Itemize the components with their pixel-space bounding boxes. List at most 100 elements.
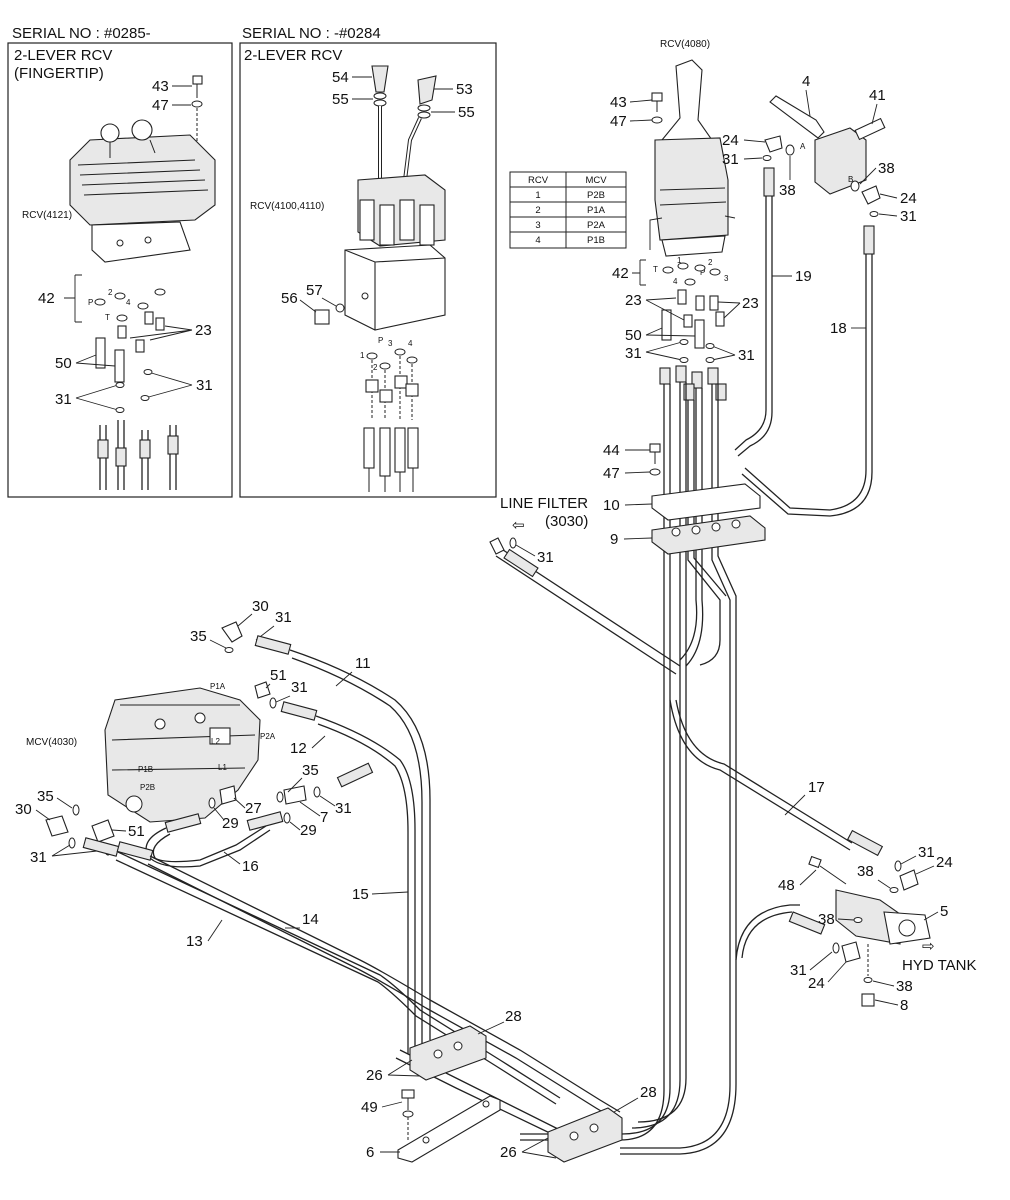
callout-23-main-b: 23 [742, 295, 759, 312]
shuttle-valve-assembly: A B 4 41 24 31 38 38 24 31 [722, 73, 917, 225]
callout-16: 16 [242, 858, 259, 875]
callout-31-i: 31 [30, 849, 47, 866]
fitting-50a [95, 337, 106, 369]
callout-28-b: 28 [640, 1084, 657, 1101]
callout-43: 43 [152, 78, 169, 95]
callout-41: 41 [869, 87, 886, 104]
lever-4 [769, 95, 825, 139]
callout-26-a: 26 [366, 1067, 383, 1084]
svg-text:1: 1 [677, 256, 682, 265]
callout-24-c: 24 [808, 975, 825, 992]
callout-24-b: 24 [900, 190, 917, 207]
table-header-rcv: RCV [528, 175, 549, 186]
callout-51-a: 51 [270, 667, 287, 684]
svg-text:3: 3 [724, 274, 729, 283]
mcv-label: MCV(4030) [26, 737, 77, 748]
callout-5: 5 [940, 903, 948, 920]
callout-38-b: 38 [878, 160, 895, 177]
callout-48: 48 [778, 877, 795, 894]
hyd-tank-label: HYD TANK [902, 957, 976, 974]
knob-54 [371, 65, 389, 93]
callout-10: 10 [603, 497, 620, 514]
callout-31-g: 31 [291, 679, 308, 696]
table-header-mcv: MCV [585, 175, 607, 186]
callout-50: 50 [55, 355, 72, 372]
callout-50-main: 50 [625, 327, 642, 344]
svg-text:P: P [378, 336, 383, 345]
callout-35-c: 35 [37, 788, 54, 805]
port-table: RCV MCV 1 P2B 2 P1A 3 P2A 4 P1B [509, 171, 627, 249]
svg-text:P1A: P1A [587, 205, 606, 216]
callout-31-inset-b: 31 [55, 391, 72, 408]
callout-4: 4 [802, 73, 810, 90]
svg-text:1: 1 [535, 190, 540, 201]
callout-31-h: 31 [335, 800, 352, 817]
plate-10 [651, 483, 761, 521]
callout-13: 13 [186, 933, 203, 950]
callout-12: 12 [290, 740, 307, 757]
clamp-assembly: 28 26 28 26 49 6 [361, 1008, 657, 1163]
callout-29-b: 29 [300, 822, 317, 839]
mcv-assembly: MCV(4030) P1A P2A P1B P2B L2 L1 30 31 35… [15, 598, 621, 1137]
svg-text:L2: L2 [211, 737, 220, 746]
rcv-4100-body [344, 174, 446, 331]
clamp-upper [409, 1025, 487, 1081]
callout-8: 8 [900, 997, 908, 1014]
callout-31-j: 31 [790, 962, 807, 979]
callout-44: 44 [603, 442, 620, 459]
callout-9: 9 [610, 531, 618, 548]
svg-text:P2A: P2A [260, 732, 276, 741]
callout-38-e: 38 [857, 863, 874, 880]
callout-27: 27 [245, 800, 262, 817]
callout-17: 17 [808, 779, 825, 796]
inset-serial-label-2: SERIAL NO : -#0284 [242, 25, 381, 42]
rcv-4080-assembly: RCV(4080) 43 47 RCV MCV 1 P2B 2 P1A 3 [509, 39, 759, 401]
svg-text:2: 2 [108, 288, 113, 297]
inset-standard: SERIAL NO : -#0284 2-LEVER RCV RCV(4100,… [239, 25, 497, 498]
fingertip-knob-2 [131, 119, 153, 141]
inset-title: 2-LEVER RCV [14, 47, 112, 64]
svg-text:P1B: P1B [587, 235, 605, 246]
fingertip-rcv-body [69, 119, 216, 263]
callout-30-a: 30 [252, 598, 269, 615]
callout-57: 57 [306, 282, 323, 299]
plug-56 [314, 309, 330, 325]
callout-26-b: 26 [500, 1144, 517, 1161]
callout-55: 55 [332, 91, 349, 108]
callout-23-main-a: 23 [625, 292, 642, 309]
line-filter-arrow: ⇦ [512, 517, 525, 534]
callout-47-b: 47 [603, 465, 620, 482]
svg-text:2: 2 [708, 258, 713, 267]
callout-38-d: 38 [896, 978, 913, 995]
svg-text:4: 4 [673, 277, 678, 286]
svg-text:2: 2 [535, 205, 540, 216]
svg-text:P1A: P1A [210, 682, 226, 691]
hyd-tank-arrow: ⇨ [922, 938, 935, 955]
callout-6: 6 [366, 1144, 374, 1161]
rcv-4100-label: RCV(4100,4110) [250, 201, 324, 212]
svg-text:L1: L1 [218, 763, 227, 772]
callout-42: 42 [38, 290, 55, 307]
inset-subtitle: (FINGERTIP) [14, 65, 104, 82]
inset-title-2: 2-LEVER RCV [244, 47, 342, 64]
callout-31-main-b: 31 [738, 347, 755, 364]
knob-53 [417, 75, 437, 105]
inset-hoses-2 [363, 427, 419, 492]
svg-text:P2B: P2B [587, 190, 605, 201]
svg-text:1: 1 [360, 351, 365, 360]
svg-text:3: 3 [388, 339, 393, 348]
clamp-lower [547, 1107, 623, 1163]
callout-35-b: 35 [302, 762, 319, 779]
callout-31-main-a: 31 [625, 345, 642, 362]
callout-55b: 55 [458, 104, 475, 121]
callout-18: 18 [830, 320, 847, 337]
inset-hoses [97, 420, 179, 490]
valve-block-4 [814, 127, 867, 195]
svg-text:P2A: P2A [587, 220, 606, 231]
inset-serial-label: SERIAL NO : #0285- [12, 25, 151, 42]
callout-31-k: 31 [918, 844, 935, 861]
svg-text:T: T [653, 265, 658, 274]
svg-text:P: P [88, 298, 93, 307]
callout-30-b: 30 [15, 801, 32, 818]
mcv-body [104, 687, 261, 823]
